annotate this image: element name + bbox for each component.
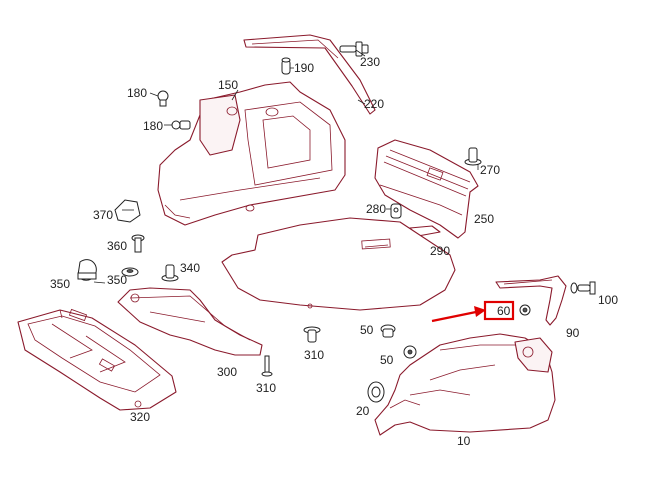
highlight-callout-60 <box>431 300 515 323</box>
callout-20: 20 <box>356 404 370 418</box>
callout-labels: 10 20 50 50 60 90 100 150 180 180 190 22… <box>50 55 618 448</box>
part-300-sill-trim <box>117 287 263 356</box>
fastener-360 <box>131 234 145 253</box>
part-10-right-side-trim <box>374 333 556 436</box>
callout-50-lower: 50 <box>380 353 394 367</box>
callout-280: 280 <box>366 202 386 216</box>
part-90-bracket <box>495 275 567 326</box>
fastener-310-center <box>303 326 321 343</box>
fastener-50-upper <box>380 324 396 338</box>
part-220-trim-strip <box>243 34 376 115</box>
callout-350-right: 350 <box>107 273 127 287</box>
callout-190: 190 <box>294 61 314 75</box>
callout-90: 90 <box>566 326 580 340</box>
fastener-60 <box>519 304 531 316</box>
fastener-270 <box>464 147 482 166</box>
callout-270: 270 <box>480 163 500 177</box>
callout-180-lower: 180 <box>143 119 163 133</box>
callout-320: 320 <box>130 410 150 424</box>
trunk-floor-mat <box>221 217 456 311</box>
fastener-340 <box>161 264 179 282</box>
part-320-storage-tray <box>17 308 177 411</box>
callout-60: 60 <box>497 304 511 318</box>
fastener-100 <box>570 281 596 295</box>
callout-290: 290 <box>430 244 450 258</box>
highlight-arrow <box>431 310 477 323</box>
callout-150: 150 <box>218 78 238 92</box>
callout-180-upper: 180 <box>127 86 147 100</box>
fastener-350-strap <box>77 259 97 281</box>
callout-50-upper: 50 <box>360 323 374 337</box>
fastener-350-nut <box>121 267 139 277</box>
fastener-180-upper <box>157 90 169 107</box>
leader-lines <box>93 49 479 284</box>
fastener-50-lower <box>403 345 417 359</box>
callout-370: 370 <box>93 208 113 222</box>
fastener-370 <box>114 199 141 223</box>
highlight-arrow-head <box>474 306 486 317</box>
callout-230: 230 <box>360 55 380 69</box>
callout-300: 300 <box>217 365 237 379</box>
part-150-left-side-trim <box>157 81 346 226</box>
callout-100: 100 <box>598 293 618 307</box>
fastener-190 <box>281 57 291 75</box>
callout-340: 340 <box>180 261 200 275</box>
part-250-rear-cover <box>374 139 479 239</box>
callout-310-lower: 310 <box>256 381 276 395</box>
fastener-310-screw <box>261 355 273 377</box>
fastener-280 <box>390 203 402 219</box>
callout-350-left: 350 <box>50 277 70 291</box>
callout-220: 220 <box>364 97 384 111</box>
callout-250: 250 <box>474 212 494 226</box>
fastener-20 <box>367 381 385 403</box>
callout-10: 10 <box>457 434 471 448</box>
fastener-230 <box>339 41 369 57</box>
callout-310-center: 310 <box>304 348 324 362</box>
callout-360: 360 <box>107 239 127 253</box>
fastener-180-lower <box>171 120 191 130</box>
